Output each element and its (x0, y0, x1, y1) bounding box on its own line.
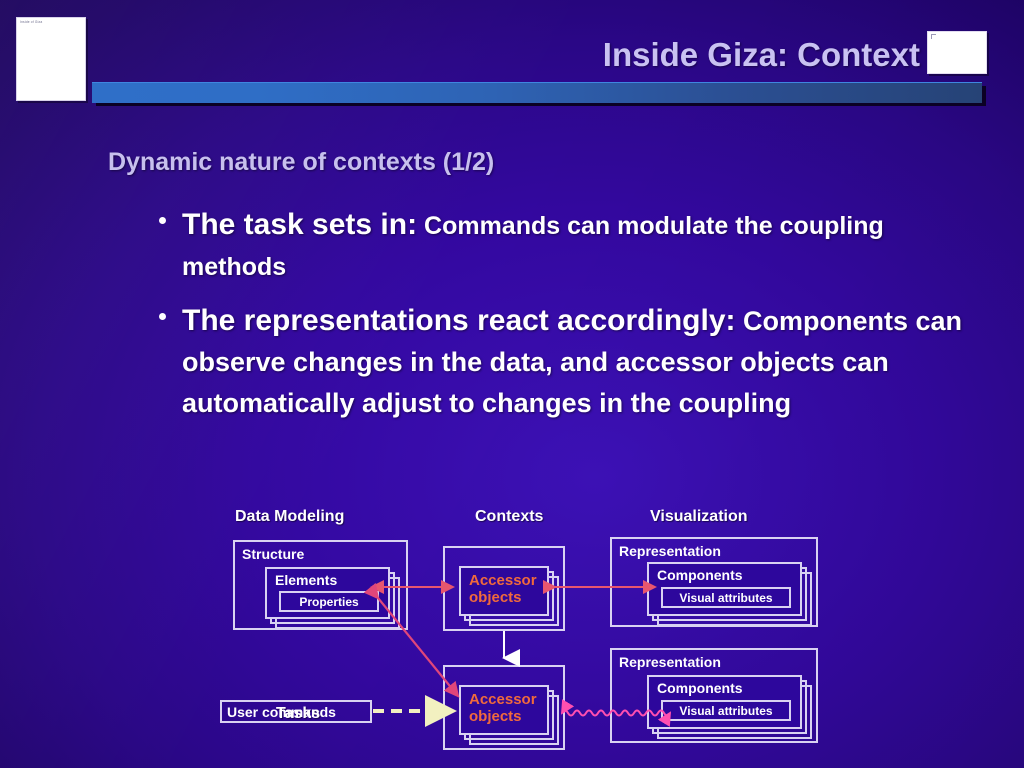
components-top-card: Components Visual attributes (647, 562, 802, 616)
connector-accessor-bottom-to-properties (363, 582, 460, 698)
bullet-body-text: Commands can modulate the coupling metho… (182, 212, 884, 281)
header-left-placeholder-box: Inside of Giza (16, 17, 86, 101)
architecture-diagram: Data Modeling Contexts Visualization Tas… (210, 500, 840, 752)
components-top-label: Components (657, 567, 743, 583)
elements-label: Elements (275, 572, 338, 588)
elements-stack: Elements Properties (265, 567, 405, 629)
representation-bottom-label: Representation (619, 654, 721, 670)
components-top-stack: Components Visual attributes (647, 562, 817, 626)
diagram-heading-visualization: Visualization (650, 508, 748, 525)
page-title: Inside Giza: Context (602, 36, 920, 73)
structure-group: Structure Elements Properties (233, 540, 408, 630)
representation-bottom-group: Representation Components Visual attribu… (610, 648, 818, 743)
header-left-placeholder-text: Inside of Giza (20, 20, 43, 24)
bullet-dot-icon (159, 313, 166, 320)
visual-attributes-top-label: Visual attributes (679, 590, 773, 605)
bullet-lead-text: The representations react accordingly: (182, 304, 736, 337)
representation-top-label: Representation (619, 543, 721, 559)
bullet-body-text: Components can observe changes in the da… (182, 306, 963, 418)
structure-label: Structure (242, 546, 305, 562)
components-bottom-label: Components (657, 680, 743, 696)
bullet-dot-icon (159, 217, 166, 224)
visual-attributes-bottom-label: Visual attributes (679, 703, 773, 718)
header-accent-bar (92, 82, 982, 103)
diagram-connectors: bottom accessor (cream dashed) --> (363, 580, 672, 727)
user-commands-box: User commands (220, 700, 372, 723)
list-item: The task sets in: Commands can modulate … (152, 204, 994, 288)
connector-squiggle-accessor-to-visualattrs (560, 699, 672, 727)
components-bottom-stack: Components Visual attributes (647, 675, 817, 739)
section-subheading: Dynamic nature of contexts (1/2) (108, 148, 495, 176)
user-commands-label: User commands (227, 703, 336, 720)
list-item: The representations react accordingly: C… (152, 300, 994, 424)
bullet-list: The task sets in: Commands can modulate … (152, 204, 994, 436)
diagram-heading-data-modeling: Data Modeling (235, 508, 345, 525)
corner-mark-icon (931, 34, 936, 39)
components-bottom-card: Components Visual attributes (647, 675, 802, 729)
visual-attributes-top-box: Visual attributes (661, 587, 791, 608)
diagram-heading-tasks: Tasks (276, 705, 321, 722)
diagram-heading-contexts: Contexts (475, 508, 544, 525)
header-right-placeholder-box (927, 31, 987, 74)
representation-top-group: Representation Components Visual attribu… (610, 537, 818, 627)
bullet-lead-text: The task sets in: (182, 208, 418, 241)
properties-label: Properties (299, 594, 359, 609)
